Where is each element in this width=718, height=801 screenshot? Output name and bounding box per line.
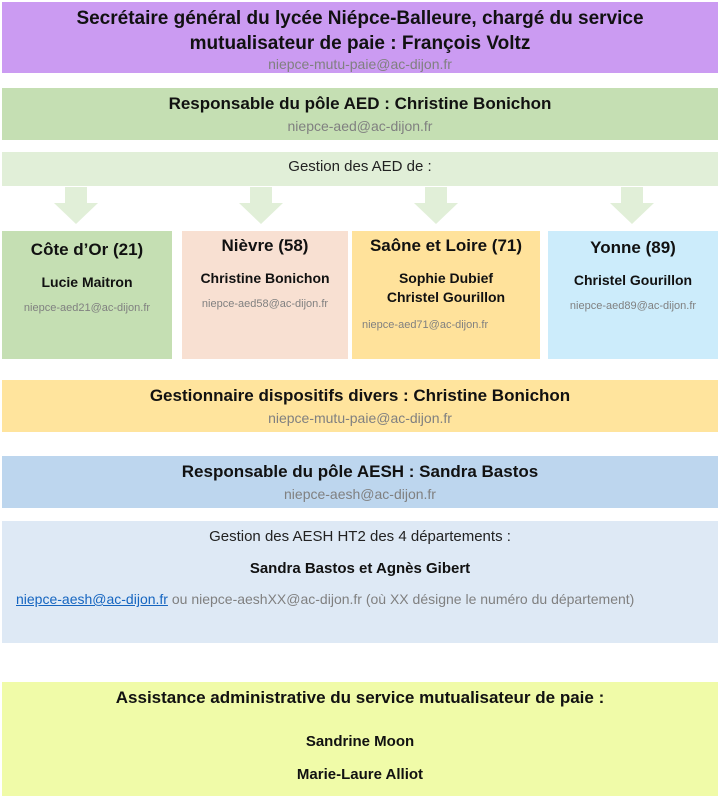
- dept-58-box: Nièvre (58) Christine Bonichon niepce-ae…: [182, 231, 348, 359]
- dept-person: Sophie Dubief: [398, 270, 494, 286]
- dept-person: Christel Gourillon: [573, 272, 693, 288]
- assistance-box: Assistance administrative du service mut…: [2, 682, 718, 796]
- dept-email: niepce-aed21@ac-dijon.fr: [23, 302, 151, 314]
- aesh-email-note: ou niepce-aeshXX@ac-dijon.fr (où XX dési…: [167, 591, 635, 607]
- pole-aed-title: Responsable du pôle AED : Christine Boni…: [168, 94, 552, 113]
- dept-email: niepce-aed89@ac-dijon.fr: [569, 300, 697, 312]
- divers-email: niepce-mutu-paie@ac-dijon.fr: [268, 410, 452, 426]
- dept-email: niepce-aed58@ac-dijon.fr: [201, 298, 329, 310]
- header-email: niepce-mutu-paie@ac-dijon.fr: [268, 56, 452, 72]
- assistance-person: Marie-Laure Alliot: [296, 766, 424, 783]
- dept-person: Christel Gourillon: [386, 289, 506, 305]
- dept-21-box: Côte d’Or (21) Lucie Maitron niepce-aed2…: [2, 231, 172, 359]
- dept-89-box: Yonne (89) Christel Gourillon niepce-aed…: [548, 231, 718, 359]
- header-box: Secrétaire général du lycée Niépce-Balle…: [2, 2, 718, 73]
- dept-email: niepce-aed71@ac-dijon.fr: [362, 319, 489, 331]
- pole-aesh-title: Responsable du pôle AESH : Sandra Bastos: [181, 462, 539, 481]
- dept-title: Yonne (89): [590, 238, 676, 257]
- divers-box: Gestionnaire dispositifs divers : Christ…: [2, 380, 718, 432]
- gestion-aesh-box: Gestion des AESH HT2 des 4 départements …: [2, 521, 718, 643]
- pole-aed-email: niepce-aed@ac-dijon.fr: [287, 118, 433, 134]
- header-title-line1: Secrétaire général du lycée Niépce-Balle…: [76, 8, 644, 29]
- gestion-aesh-text: Gestion des AESH HT2 des 4 départements …: [209, 528, 511, 545]
- pole-aesh-box: Responsable du pôle AESH : Sandra Bastos…: [2, 456, 718, 508]
- gestion-aesh-names: Sandra Bastos et Agnès Gibert: [249, 560, 471, 577]
- pole-aed-box: Responsable du pôle AED : Christine Boni…: [2, 88, 718, 140]
- aesh-email-link[interactable]: niepce-aesh@ac-dijon.fr: [16, 591, 168, 607]
- assistance-title: Assistance administrative du service mut…: [115, 688, 605, 707]
- dept-person: Lucie Maitron: [41, 274, 133, 290]
- divers-title: Gestionnaire dispositifs divers : Christ…: [149, 386, 571, 405]
- gestion-aesh-contact: niepce-aesh@ac-dijon.fr ou niepce-aeshXX…: [2, 590, 718, 608]
- assistance-person: Sandrine Moon: [305, 733, 415, 750]
- dept-title: Nièvre (58): [221, 236, 309, 255]
- gestion-aed-text: Gestion des AED de :: [288, 158, 432, 175]
- dept-title: Côte d’Or (21): [30, 240, 144, 259]
- header-title-line2: mutualisateur de paie : François Voltz: [189, 33, 531, 54]
- dept-title: Saône et Loire (71): [369, 236, 523, 255]
- dept-71-box: Saône et Loire (71) Sophie Dubief Christ…: [352, 231, 540, 359]
- gestion-aed-box: Gestion des AED de :: [2, 152, 718, 186]
- dept-person: Christine Bonichon: [200, 270, 330, 286]
- pole-aesh-email: niepce-aesh@ac-dijon.fr: [284, 486, 436, 502]
